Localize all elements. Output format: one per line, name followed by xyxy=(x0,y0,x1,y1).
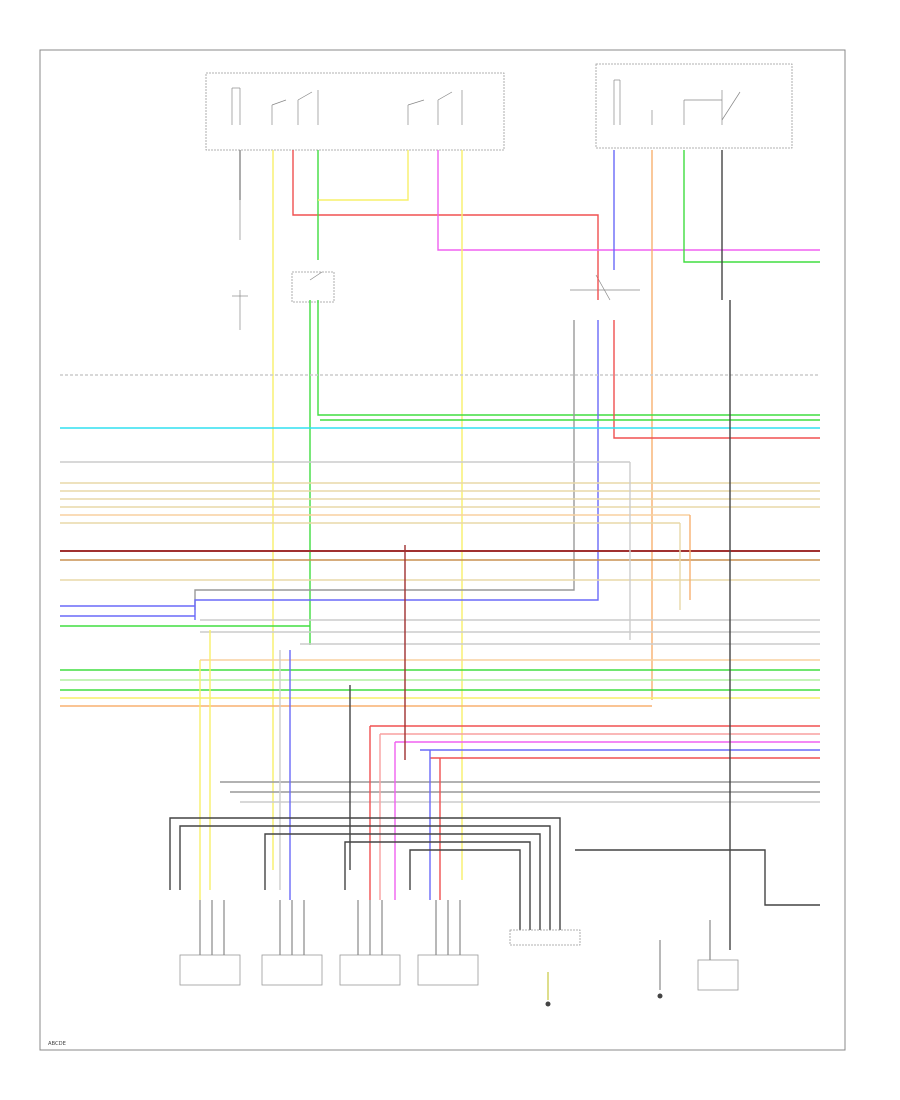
footer-code: ABCDE xyxy=(48,1041,66,1047)
center-switch-wires xyxy=(309,300,820,645)
vertical-wires-top xyxy=(239,150,820,880)
top-switch-box-left xyxy=(205,72,505,151)
right-switch-wires xyxy=(194,320,820,620)
horizontal-bus xyxy=(60,374,820,803)
right-switch xyxy=(570,274,640,301)
bottom-bundle xyxy=(169,817,561,930)
top-switch-box-right xyxy=(595,63,793,149)
diagram-frame xyxy=(39,49,846,1051)
ground-symbols xyxy=(545,993,663,1007)
center-switch xyxy=(291,271,335,303)
vertical-risers xyxy=(199,300,820,950)
bottom-connectors xyxy=(179,900,739,1000)
left-switch xyxy=(232,200,248,330)
